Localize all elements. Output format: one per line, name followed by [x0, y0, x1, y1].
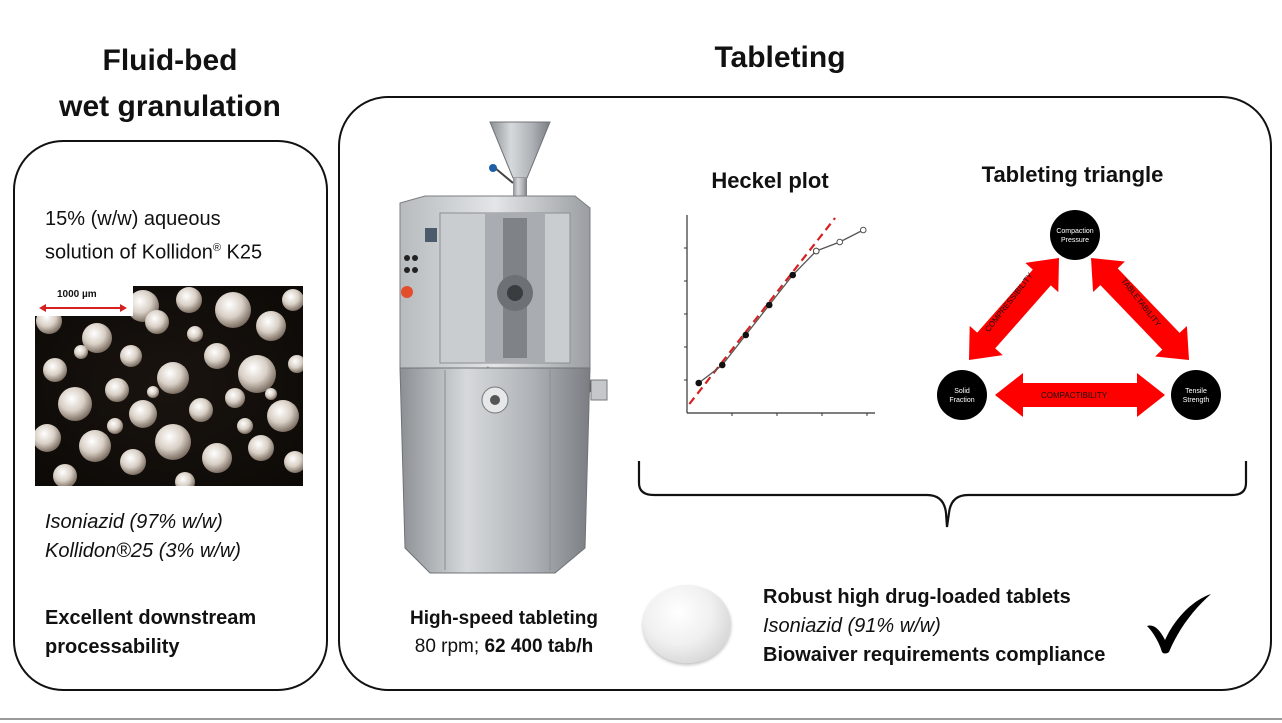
checkmark-icon: [1147, 594, 1211, 654]
machine-caption: High-speed tableting 80 rpm; 62 400 tab/…: [380, 605, 628, 661]
solution-line2-post: K25: [221, 241, 263, 264]
formulation: Isoniazid (97% w/w) Kollidon®25 (3% w/w): [45, 508, 315, 566]
node-solid-fraction: Solid Fraction: [937, 370, 987, 420]
machine-caption-line1: High-speed tableting: [410, 608, 598, 629]
heckel-data-point: [812, 247, 820, 255]
machine-speed-rpm: 80 rpm;: [414, 636, 485, 657]
granule-cluster: [35, 287, 303, 486]
machine-caption-line2: 80 rpm; 62 400 tab/h: [380, 633, 628, 661]
node-compaction-pressure: Compaction Pressure: [1050, 210, 1100, 260]
footer-divider: [0, 718, 1282, 720]
right-title: Tableting: [714, 41, 846, 74]
scale-bar-label: 1000 µm: [57, 289, 97, 300]
result-line3: Biowaiver requirements compliance: [763, 644, 1106, 666]
solution-line2-pre: solution of Kollidon: [45, 241, 213, 264]
formulation-line2: Kollidon®25 (3% w/w): [45, 540, 241, 562]
node-right-line1: Tensile: [1185, 388, 1207, 395]
left-panel: [13, 140, 328, 691]
arrow-label-compactibility: COMPACTIBILITY: [1041, 391, 1108, 400]
conclusion: Excellent downstream processability: [45, 604, 315, 662]
heckel-data-point: [718, 361, 726, 369]
heckel-plot: [684, 215, 875, 416]
triangle-title: Tableting triangle: [981, 162, 1164, 187]
heckel-title: Heckel plot: [711, 168, 829, 193]
heckel-data-point: [765, 301, 773, 309]
result-line2: Isoniazid (91% w/w): [763, 615, 941, 637]
registered-mark: ®: [212, 242, 221, 254]
node-left-line1: Solid: [954, 388, 970, 395]
arrow-tabletability: [1091, 258, 1189, 360]
granules-svg: [35, 286, 303, 486]
arrow-compactibility: [995, 373, 1165, 417]
heckel-data-point: [695, 379, 703, 387]
scale-bar-arrow-right: [120, 304, 127, 312]
node-top-line1: Compaction: [1056, 228, 1093, 235]
heckel-data-point: [789, 271, 797, 279]
node-tensile-strength: Tensile Strength: [1171, 370, 1221, 420]
conclusion-line1: Excellent downstream: [45, 607, 257, 629]
solution-description: 15% (w/w) aqueous solution of Kollidon® …: [45, 205, 315, 268]
tableting-triangle: COMPRESSIBILITY TABLETABILITY COMPACTIBI…: [937, 210, 1221, 420]
heckel-marks: [688, 217, 867, 405]
node-right-line2: Strength: [1183, 397, 1210, 404]
solution-line2: solution of Kollidon® K25: [45, 234, 315, 268]
heckel-series-line: [698, 250, 817, 384]
machine-throughput: 62 400 tab/h: [484, 636, 594, 657]
left-title: Fluid-bed wet granulation: [40, 38, 300, 130]
heckel-ticks: [684, 247, 868, 416]
scale-bar-box: [35, 286, 133, 316]
left-title-line2: wet granulation: [59, 90, 281, 123]
arrow-compressibility: [969, 258, 1059, 360]
node-left-line2: Fraction: [949, 397, 974, 404]
heckel-data-point: [836, 238, 844, 246]
scale-bar-arrow-left: [39, 304, 46, 312]
granule-micrograph: 1000 µm: [35, 286, 303, 486]
result-line1: Robust high drug-loaded tablets: [763, 586, 1071, 608]
node-top-line2: Pressure: [1061, 237, 1089, 244]
formulation-line1: Isoniazid (97% w/w): [45, 511, 223, 533]
heckel-trendline: [688, 217, 836, 405]
tablet-press-machine: [399, 121, 608, 574]
solution-line1: 15% (w/w) aqueous: [45, 208, 221, 230]
right-panel: [338, 96, 1272, 691]
left-title-line1: Fluid-bed: [102, 44, 238, 77]
tablet-image: [643, 585, 731, 663]
heckel-data-point: [859, 226, 867, 234]
result-summary: Robust high drug-loaded tablets Isoniazi…: [763, 583, 1143, 670]
conclusion-line2: processability: [45, 636, 180, 658]
curly-brace: [637, 461, 1248, 528]
heckel-data-point: [742, 331, 750, 339]
